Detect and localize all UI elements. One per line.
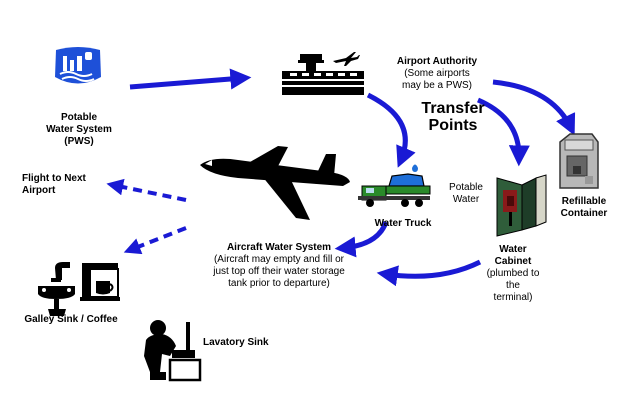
water-cabinet-icon [496, 174, 547, 237]
arrow-aircraft-to-galley [123, 226, 187, 255]
pws-label-line-1: Potable [60, 112, 98, 123]
water-cabinet-note-3: terminal) [493, 292, 533, 303]
airport-authority-note-2: may be a PWS) [401, 80, 473, 91]
potable-water-line-1: Potable [449, 182, 483, 193]
water-cabinet-title-2: Cabinet [494, 256, 532, 267]
dashed-flow-arrows [106, 178, 187, 255]
arrow-airport-to-truck [366, 92, 416, 168]
transfer-points-line-2: Points [428, 117, 478, 134]
lavatory-sink-label: Lavatory Sink [203, 337, 269, 348]
refillable-container-icon [559, 133, 599, 189]
jet-aircraft-icon [200, 146, 350, 220]
aircraft-water-system-label: Aircraft Water System (Aircraft may empt… [205, 242, 353, 290]
flight-next-airport-line-2: Airport [22, 185, 56, 196]
transfer-points-label: Transfer Points [418, 100, 488, 134]
water-cabinet-label: Water Cabinet (plumbed to the terminal) [478, 244, 548, 304]
refillable-container-label: Refillable Container [553, 196, 615, 220]
aircraft-water-system-note-3: tank prior to departure) [228, 278, 330, 289]
arrow-truck-to-aircraft [334, 221, 389, 258]
transfer-points-line-1: Transfer [421, 100, 485, 117]
arrow-cabinet-to-aircraft [376, 259, 482, 287]
arrow-airport-to-cabinet [476, 97, 530, 167]
aircraft-water-system-title: Aircraft Water System [226, 242, 332, 253]
pws-label-line-2: Water System [46, 124, 112, 135]
potable-water-line-2: Water [452, 194, 480, 205]
flow-arrows [129, 68, 576, 287]
flight-next-airport-line-1: Flight to Next [22, 173, 86, 184]
galley-sink-coffee-label: Galley Sink / Coffee [24, 314, 118, 325]
refillable-container-line-1: Refillable [561, 196, 607, 207]
arrow-airport-to-refill [492, 79, 576, 136]
water-cabinet-note-1: (plumbed to [486, 268, 540, 279]
arrow-pws-to-airport [129, 68, 252, 90]
aircraft-water-system-note-1: (Aircraft may empty and fill or [213, 254, 345, 265]
water-system-icon [55, 47, 101, 84]
water-cabinet-note-2: the [506, 280, 520, 291]
pws-label: Potable Water System (PWS) [43, 112, 115, 148]
water-truck-icon [358, 164, 431, 207]
lavatory-sink-icon [144, 320, 202, 382]
water-truck-label: Water Truck [374, 218, 432, 229]
galley-sink-coffee-icon [38, 262, 120, 316]
airport-authority-label: Airport Authority (Some airports may be … [382, 56, 492, 92]
pws-label-line-3: (PWS) [64, 136, 94, 147]
airport-authority-note-1: (Some airports [404, 68, 470, 79]
airport-authority-title: Airport Authority [396, 56, 478, 67]
flight-next-airport-label: Flight to Next Airport [22, 173, 112, 197]
water-cabinet-title-1: Water [499, 244, 527, 255]
potable-water-label: Potable Water [440, 182, 492, 206]
arrow-aircraft-to-next-flight [106, 178, 187, 202]
aircraft-water-system-note-2: just top off their water storage [213, 266, 345, 277]
refillable-container-line-2: Container [560, 208, 608, 219]
airport-terminal-icon [282, 52, 364, 95]
